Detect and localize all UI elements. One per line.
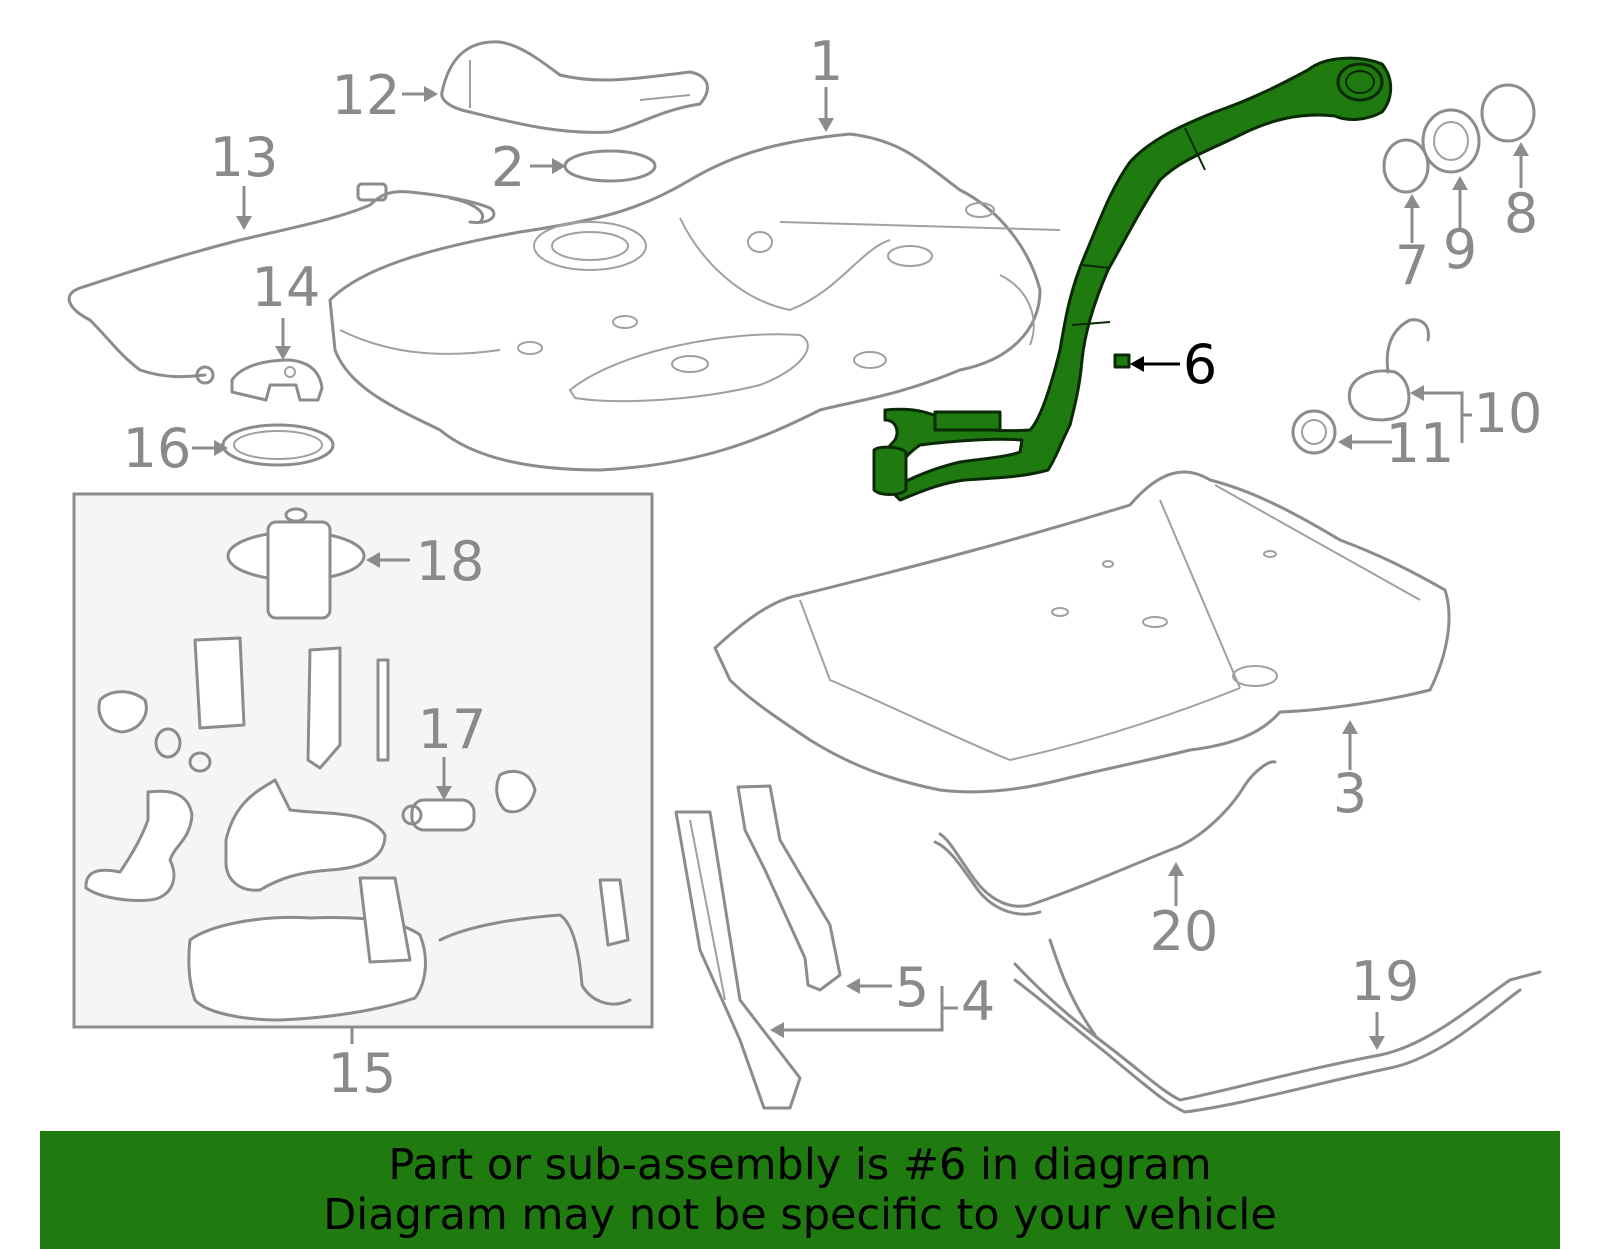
callout-3: 3 [1333, 762, 1367, 825]
fuel-line-part [67, 182, 496, 385]
callout-16: 16 [123, 417, 192, 480]
callout-18: 18 [416, 530, 485, 593]
gasket-ring-part [563, 149, 657, 183]
callout-7: 7 [1395, 234, 1429, 297]
callout-20: 20 [1150, 900, 1219, 963]
seal-part-8 [1480, 83, 1536, 143]
callout-2: 2 [491, 136, 525, 199]
retainer-ring-part [221, 423, 335, 467]
notice-banner: Part or sub-assembly is #6 in diagram Di… [40, 1131, 1560, 1249]
callout-15: 15 [328, 1042, 397, 1105]
callout-6: 6 [1183, 333, 1217, 396]
callout-1: 1 [809, 30, 843, 93]
band-part-19 [1013, 938, 1542, 1114]
leader-lines [192, 86, 1529, 1050]
callout-17: 17 [418, 698, 487, 761]
module-components [84, 636, 632, 1022]
grommet-part-9 [1421, 108, 1481, 174]
callout-13: 13 [210, 126, 279, 189]
filler-housing-part-10 [1347, 318, 1430, 422]
callout-14: 14 [252, 256, 321, 319]
seal-part-11 [1291, 409, 1337, 455]
pump-assembly-part-18 [226, 507, 366, 620]
callout-12: 12 [332, 64, 401, 127]
callout-labels: 1 2 3 4 5 6 7 8 9 10 11 12 13 14 15 16 1… [123, 30, 1543, 1105]
bracket-part [230, 358, 324, 402]
callout-4: 4 [961, 970, 995, 1033]
callout-8: 8 [1504, 182, 1538, 245]
callout-19: 19 [1351, 950, 1420, 1013]
seal-part-7 [1382, 138, 1430, 194]
callout-11: 11 [1386, 412, 1455, 475]
callout-9: 9 [1443, 218, 1477, 281]
strap-part-5 [736, 784, 842, 992]
callout-10: 10 [1474, 382, 1543, 445]
callout-5: 5 [895, 956, 929, 1019]
banner-line-1: Part or sub-assembly is #6 in diagram [388, 1140, 1212, 1190]
protector-plate-part [713, 470, 1451, 794]
strap-part-4 [674, 810, 802, 1110]
band-part-20 [933, 760, 1277, 916]
filler-pipe-part-highlighted [872, 56, 1393, 502]
filter-part-17 [401, 798, 476, 832]
heat-shield-part [440, 40, 709, 134]
banner-line-2: Diagram may not be specific to your vehi… [323, 1190, 1277, 1240]
fuel-tank-part [328, 132, 1061, 472]
